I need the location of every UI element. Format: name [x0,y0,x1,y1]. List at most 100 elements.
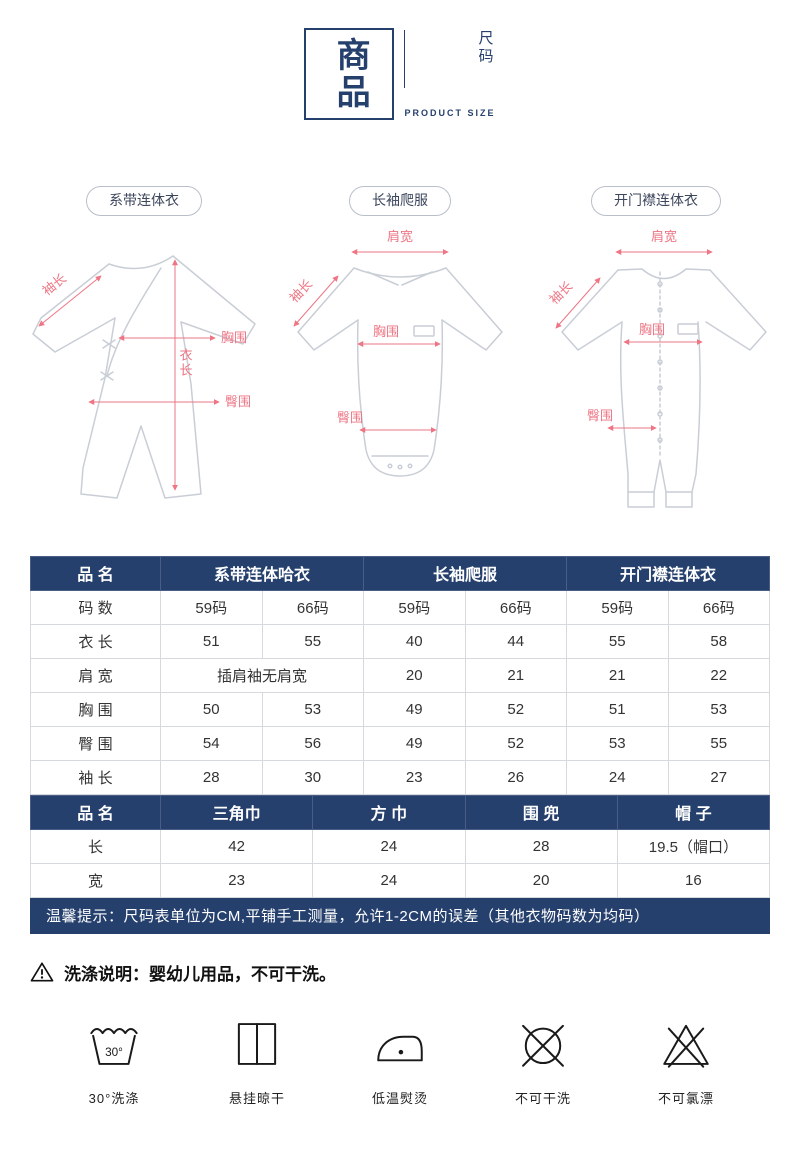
size-cell: 23 [363,759,466,795]
size-cell: 44 [464,623,567,659]
no-dry-clean-icon [522,1024,564,1067]
chest-dim-label: 胸围 [639,322,665,337]
brand-subtitle-cn: 尺码 [404,30,495,88]
brand-logo-box: 商品 [304,28,395,120]
size-cell: 50 [160,691,263,727]
hip-dim-label: 臀围 [337,410,363,425]
size-cell: 49 [363,725,466,761]
length-dim-label: 衣长 [178,347,193,378]
size-cell: 59码 [160,589,263,625]
shoulder-width-dim-label: 肩宽 [387,229,413,244]
diagram-section: 系带连体衣 [0,186,800,526]
size-cell: 插肩袖无肩宽 [160,657,364,693]
wash-icon-label: 悬挂晾干 [228,1090,285,1106]
size-cell: 52 [464,725,567,761]
brand-header: 商品 尺码 PRODUCT SIZE [0,0,800,120]
diagram-bodysuit: 长袖爬服 [274,186,526,526]
size-cell: 21 [464,657,567,693]
wash-item: 30° 30°洗涤 [58,1015,170,1107]
diagram-tie-romper: 系带连体衣 [18,186,270,526]
size-cell: 51 [566,691,669,727]
size-cell: 49 [363,691,466,727]
accessory-name-cell: 帽 子 [616,794,771,830]
size-table-section: 品 名 系带连体哈衣 长袖爬服 开门襟连体衣 码 数 59码 66码 59码 6… [30,555,771,934]
product-name-cell: 开门襟连体衣 [566,555,770,591]
table-row: 臀 围 54 56 49 52 53 55 [30,725,770,761]
product-header-row: 品 名 系带连体哈衣 长袖爬服 开门襟连体衣 [30,555,770,591]
shoulder-width-dim-label: 肩宽 [651,229,677,244]
row-label: 袖 长 [30,759,161,795]
size-cell: 66码 [261,589,364,625]
wash-item: 不可氯漂 [630,1015,742,1107]
size-cell: 53 [667,691,770,727]
size-cell: 56 [261,725,364,761]
washing-section: 洗涤说明：婴幼儿用品，不可干洗。 30° 30°洗涤 [30,960,770,1107]
size-cell: 26 [464,759,567,795]
table-row: 码 数 59码 66码 59码 66码 59码 66码 [30,589,770,625]
size-cell: 20 [363,657,466,693]
accessory-size-table: 品 名 三角巾 方 巾 围 兜 帽 子 长 42 24 28 19.5（帽口） … [30,794,771,898]
brand-subtitle-en: PRODUCT SIZE [404,108,496,118]
hip-dim-label: 臀围 [587,408,613,423]
size-cell: 55 [566,623,669,659]
size-cell: 54 [160,725,263,761]
washing-title-text: 洗涤说明：婴幼儿用品，不可干洗。 [64,964,336,984]
accessory-name-cell: 方 巾 [312,794,466,830]
bodysuit-illustration: 肩宽 袖长 胸围 臀围 [286,229,503,477]
garment-size-table: 品 名 系带连体哈衣 长袖爬服 开门襟连体衣 码 数 59码 66码 59码 6… [30,555,770,795]
chest-dim-label: 胸围 [221,330,247,345]
table-row: 胸 围 50 53 49 52 51 53 [30,691,770,727]
accessory-name-cell: 三角巾 [159,794,314,830]
sleeve-length-dim-label: 袖长 [286,276,315,305]
size-cell: 23 [159,862,314,898]
sleeve-length-dim-label: 袖长 [546,278,575,307]
tie-romper-illustration: 袖长 胸围 衣长 臀围 [32,254,256,499]
product-name-cell: 长袖爬服 [363,555,567,591]
size-cell: 28 [464,828,618,864]
size-cell: 59码 [566,589,669,625]
row-label: 臀 围 [30,725,161,761]
size-cell: 66码 [464,589,567,625]
brand-title: 商品 [331,37,370,111]
row-label: 宽 [30,862,161,898]
size-cell: 30 [261,759,364,795]
table-row: 宽 23 24 20 16 [30,862,771,898]
sleeve-length-dim-label: 袖长 [39,270,69,298]
hip-dim-label: 臀围 [225,394,251,409]
size-cell: 16 [616,862,771,898]
size-cell: 28 [160,759,263,795]
size-cell: 40 [363,623,466,659]
size-tip-bar: 温馨提示：尺码表单位为CM,平铺手工测量，允许1-2CM的误差（其他衣物码数为均… [30,897,770,934]
size-cell: 19.5（帽口） [616,828,771,864]
table-row: 长 42 24 28 19.5（帽口） [30,828,771,864]
wash-item: 不可干洗 [487,1015,599,1107]
size-cell: 24 [566,759,669,795]
size-cell: 53 [566,725,669,761]
row-label: 码 数 [30,589,161,625]
size-cell: 52 [464,691,567,727]
wash-icon-label: 不可干洗 [514,1090,571,1106]
wash-item: 低温熨烫 [344,1015,456,1107]
diagram-label-pill: 开门襟连体衣 [591,186,721,216]
size-cell: 55 [261,623,364,659]
wash-temp-label: 30° [105,1045,123,1058]
size-cell: 21 [566,657,669,693]
diagram-label-pill: 长袖爬服 [349,186,451,216]
row-label: 胸 围 [30,691,161,727]
size-cell: 58 [667,623,770,659]
table-row: 衣 长 51 55 40 44 55 58 [30,623,770,659]
row-label: 肩 宽 [30,657,161,693]
wash-item: 悬挂晾干 [201,1015,313,1107]
accessory-header-label: 品 名 [30,794,161,830]
accessory-name-cell: 围 兜 [464,794,618,830]
table-row: 肩 宽 插肩袖无肩宽 20 21 21 22 [30,657,770,693]
wash-30-icon: 30° [90,1027,138,1065]
no-chlorine-bleach-icon [663,1024,709,1068]
low-temp-iron-icon [377,1035,423,1061]
row-label: 长 [30,828,161,864]
chest-dim-label: 胸围 [373,324,399,339]
wash-icon-label: 低温熨烫 [371,1090,428,1106]
diagram-label-pill: 系带连体衣 [86,186,202,216]
warning-icon [30,962,54,982]
